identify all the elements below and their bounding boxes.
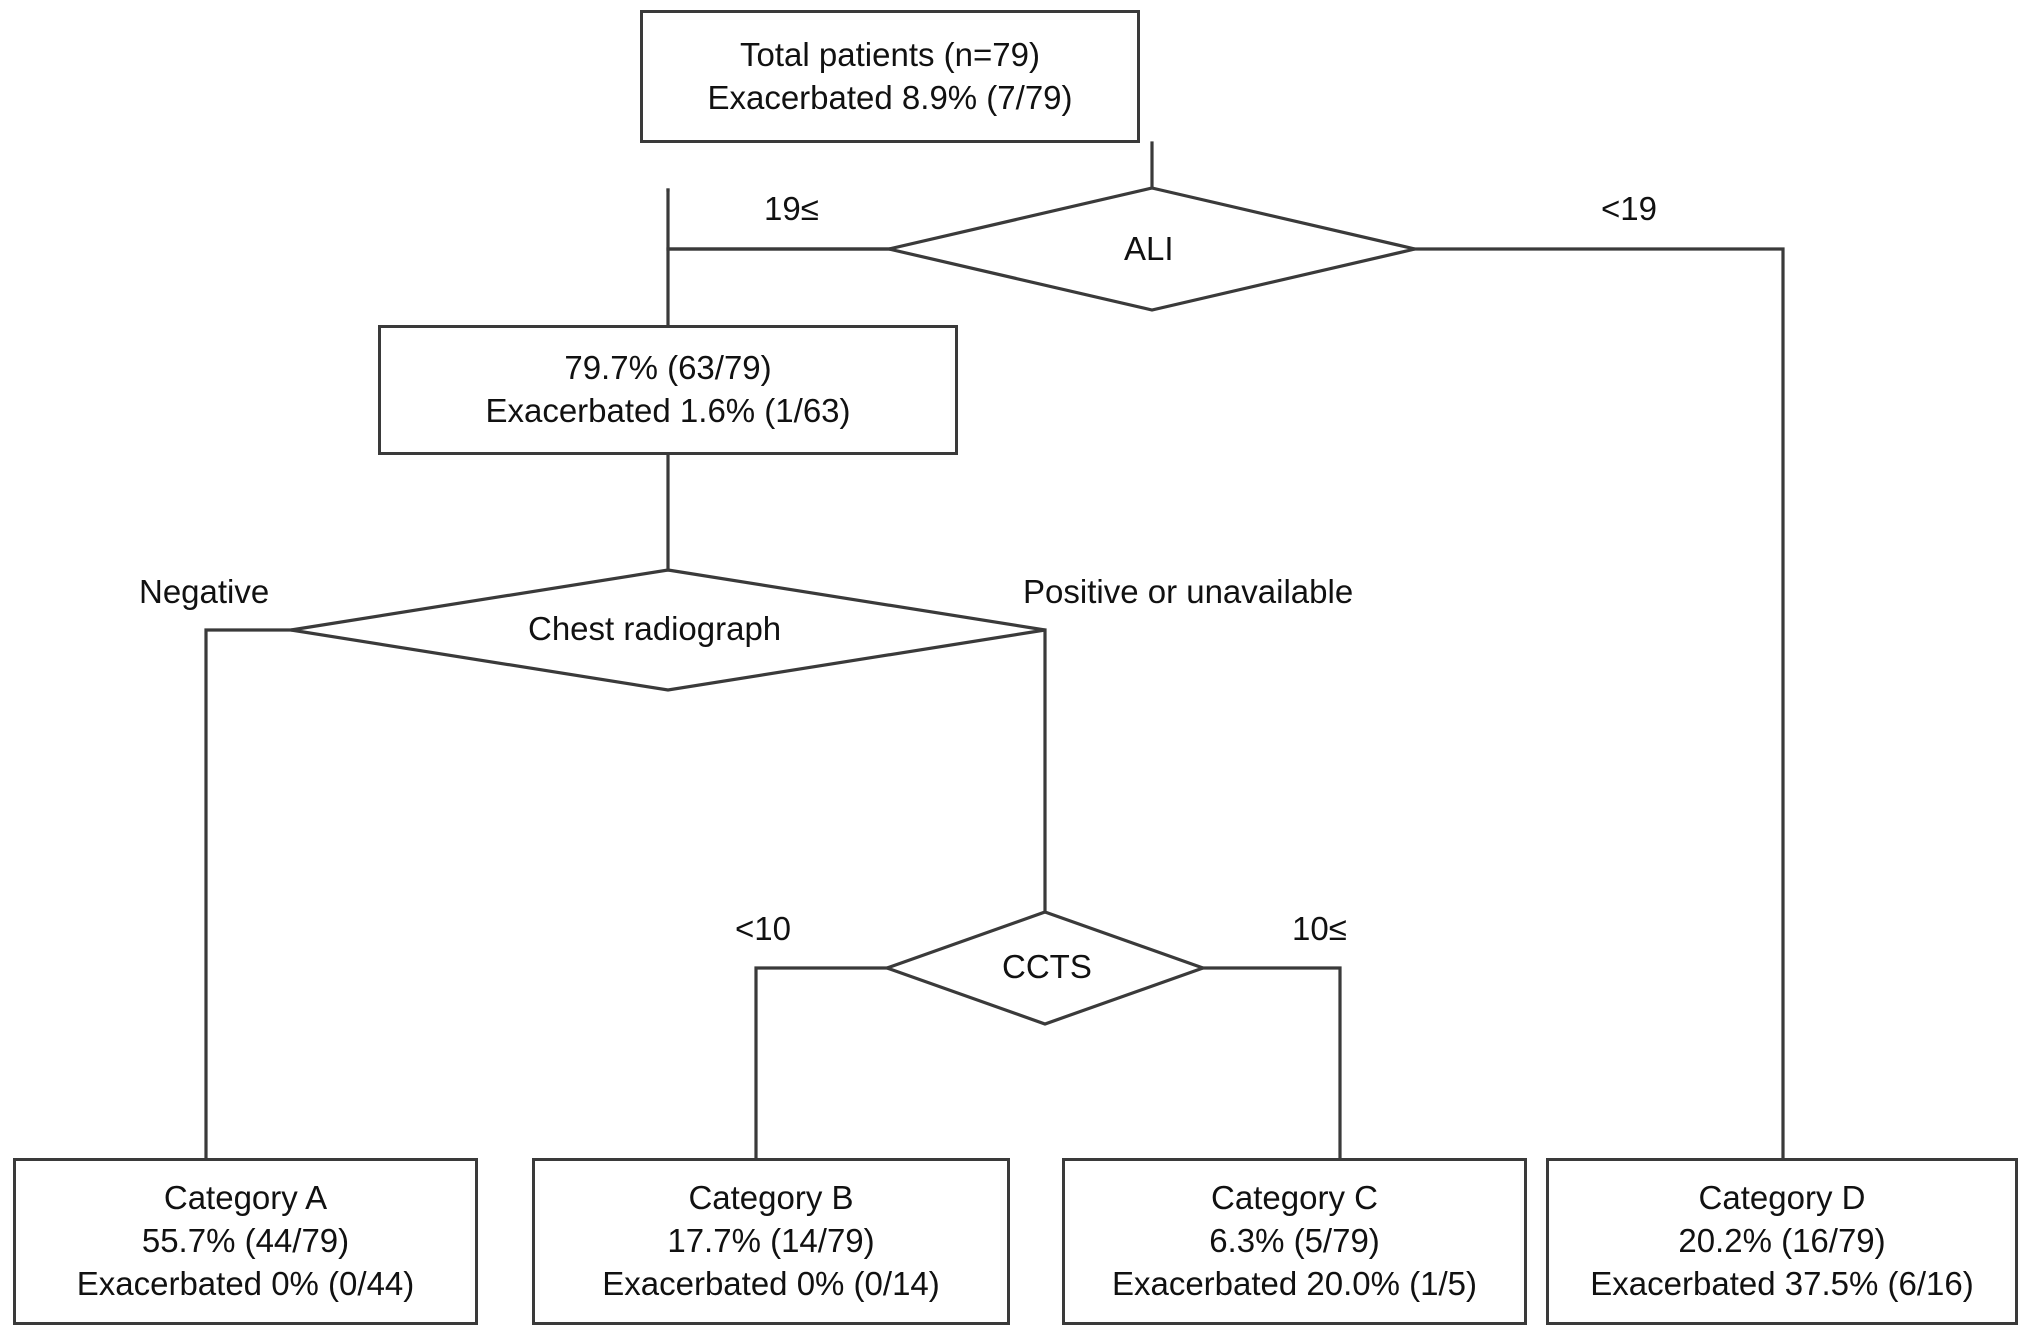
edge-label-ali-right: <19 (1601, 190, 1657, 227)
edge-ali-left-path (666, 247, 891, 327)
node-ali-high-group[interactable]: 79.7% (63/79) Exacerbated 1.6% (1/63) (378, 325, 958, 455)
category-a-line-2: 55.7% (44/79) (141, 1222, 350, 1260)
edge-label-ali-left: 19≤ (764, 190, 819, 227)
ali-diamond-shape (888, 186, 1416, 312)
category-a-line-1: Category A (163, 1179, 328, 1217)
category-c-line-1: Category C (1211, 1179, 1378, 1217)
ali-decision-label[interactable]: ALI (1124, 230, 1174, 267)
ccts-decision-label[interactable]: CCTS (1002, 948, 1092, 985)
edge-label-chest-right: Positive or unavailable (1023, 573, 1354, 610)
category-c-line-2: 6.3% (5/79) (1209, 1222, 1380, 1260)
edge-ccts-right (1201, 966, 1342, 1160)
edge-label-ccts-left: <10 (735, 910, 791, 947)
edge-ali-right (1413, 247, 1785, 1160)
category-d-line-1: Category D (1698, 1179, 1866, 1217)
chest-diamond-shape (290, 568, 1046, 692)
ali-high-group-line-2: Exacerbated 1.6% (1/63) (485, 392, 851, 429)
category-b-line-2: 17.7% (14/79) (667, 1222, 875, 1260)
category-b-line-1: Category B (688, 1179, 854, 1217)
category-d-line-2: 20.2% (16/79) (1678, 1222, 1886, 1260)
node-category-b[interactable]: Category B 17.7% (14/79) Exacerbated 0% … (532, 1158, 1010, 1325)
edge-label-chest-left: Negative (139, 573, 270, 610)
total-patients-line-2: Exacerbated 8.9% (7/79) (707, 78, 1073, 116)
node-category-d[interactable]: Category D 20.2% (16/79) Exacerbated 37.… (1546, 1158, 2018, 1325)
edge-ccts-left (754, 966, 889, 1160)
ali-high-group-line-1: 79.7% (63/79) (564, 349, 772, 387)
edge-chest-left (204, 628, 293, 1160)
category-a-line-3: Exacerbated 0% (0/44) (76, 1264, 415, 1302)
node-category-a[interactable]: Category A 55.7% (44/79) Exacerbated 0% … (13, 1158, 478, 1325)
node-category-c[interactable]: Category C 6.3% (5/79) Exacerbated 20.0%… (1062, 1158, 1527, 1325)
total-patients-line-1: Total patients (n=79) (740, 35, 1040, 73)
ccts-diamond-shape (882, 910, 1208, 1026)
node-total-patients[interactable]: Total patients (n=79) Exacerbated 8.9% (… (640, 10, 1140, 143)
category-c-line-3: Exacerbated 20.0% (1/5) (1111, 1264, 1478, 1302)
chest-radiograph-decision-label[interactable]: Chest radiograph (528, 610, 782, 647)
category-b-line-3: Exacerbated 0% (0/14) (602, 1264, 940, 1302)
edge-label-ccts-right: 10≤ (1292, 910, 1347, 947)
category-d-line-3: Exacerbated 37.5% (6/16) (1590, 1264, 1974, 1302)
